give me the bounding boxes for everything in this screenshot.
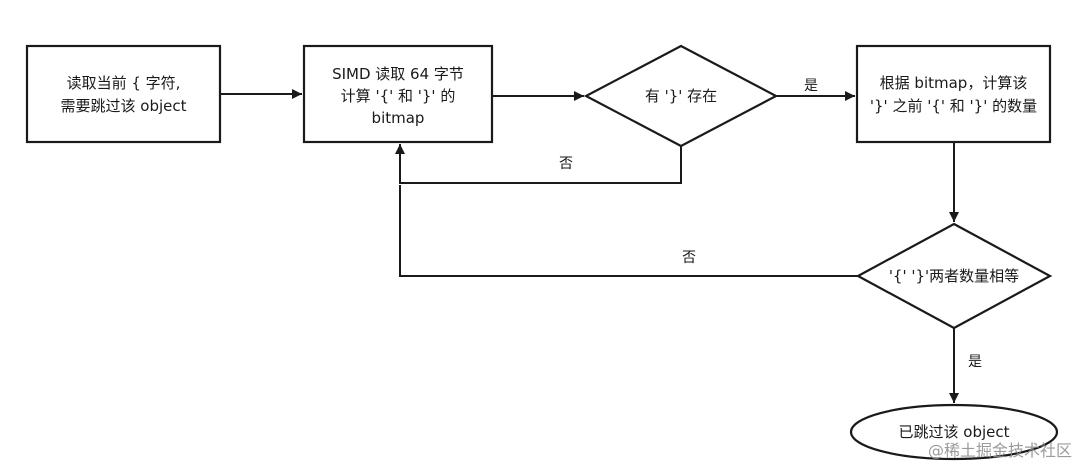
node-count-braces-box — [855, 44, 1052, 144]
edge-label-no-has-close: 否 — [559, 156, 573, 172]
edge-label-yes-equal: 是 — [968, 354, 982, 370]
node-read-brace-line-1: 读取当前 { 字符, — [67, 74, 181, 92]
node-simd-read-line-2: 计算 '{' 和 '}' 的 — [341, 87, 456, 105]
node-skipped-label: 已跳过该 object — [899, 423, 1010, 441]
node-skipped-ellipse — [849, 403, 1059, 461]
node-read-brace-line-2: 需要跳过该 object — [61, 97, 187, 115]
edge-equal-no-loop — [399, 185, 858, 277]
node-count-braces-line-2: '}' 之前 '{' 和 '}' 的数量 — [870, 97, 1037, 115]
node-skipped-terminal: 已跳过该 object — [849, 403, 1059, 461]
node-read-brace: 读取当前 { 字符, 需要跳过该 object — [25, 44, 222, 144]
node-simd-read: SIMD 读取 64 字节 计算 '{' 和 '}' 的 bitmap — [302, 44, 494, 144]
edge-label-no-equal: 否 — [682, 250, 696, 266]
node-simd-read-box — [302, 44, 494, 144]
node-simd-read-line-3: bitmap — [372, 109, 425, 127]
node-count-braces-line-1: 根据 bitmap，计算该 — [880, 74, 1028, 92]
edge-decision-no-loop — [395, 144, 682, 184]
node-count-braces: 根据 bitmap，计算该 '}' 之前 '{' 和 '}' 的数量 — [855, 44, 1052, 144]
watermark-text: @稀土掘金技术社区 — [928, 441, 1072, 460]
node-counts-equal-decision: '{' '}'两者数量相等 — [855, 222, 1053, 330]
node-has-close-decision: 有 '}' 存在 — [583, 44, 779, 148]
node-has-close-label: 有 '}' 存在 — [645, 87, 717, 105]
node-counts-equal-label: '{' '}'两者数量相等 — [889, 267, 1019, 285]
edge-label-yes-has-close: 是 — [804, 78, 818, 94]
node-read-brace-box — [25, 44, 222, 144]
node-simd-read-line-1: SIMD 读取 64 字节 — [332, 65, 464, 83]
